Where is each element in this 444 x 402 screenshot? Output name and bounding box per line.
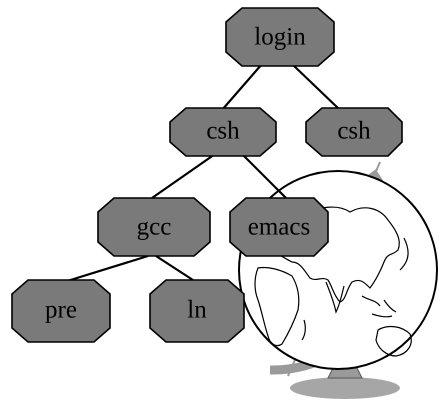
- edge-gcc-ln: [155, 255, 197, 283]
- tree-node-csh-2[interactable]: csh: [305, 107, 403, 157]
- tree-node-login[interactable]: login: [225, 7, 335, 67]
- tree-node-ln[interactable]: ln: [149, 279, 245, 343]
- edge-gcc-pre: [63, 254, 149, 284]
- tree-node-pre[interactable]: pre: [11, 279, 111, 343]
- globe-shadow: [290, 377, 400, 399]
- node-label: emacs: [248, 214, 310, 241]
- edge-csh-gcc: [151, 151, 219, 199]
- tree-node-emacs[interactable]: emacs: [229, 197, 329, 257]
- edge-csh-emacs: [239, 151, 287, 199]
- globe-continents: [254, 206, 412, 357]
- node-label: gcc: [137, 214, 172, 241]
- edge-login-csh: [291, 63, 341, 111]
- tree-node-csh[interactable]: csh: [169, 107, 277, 157]
- node-label: csh: [337, 118, 371, 145]
- node-label: login: [254, 24, 306, 51]
- edge-login-csh: [221, 63, 263, 111]
- tree-node-gcc[interactable]: gcc: [97, 197, 211, 257]
- node-label: ln: [187, 297, 207, 324]
- tree-edges: [63, 63, 341, 284]
- node-label: csh: [206, 118, 240, 145]
- node-label: pre: [45, 297, 77, 324]
